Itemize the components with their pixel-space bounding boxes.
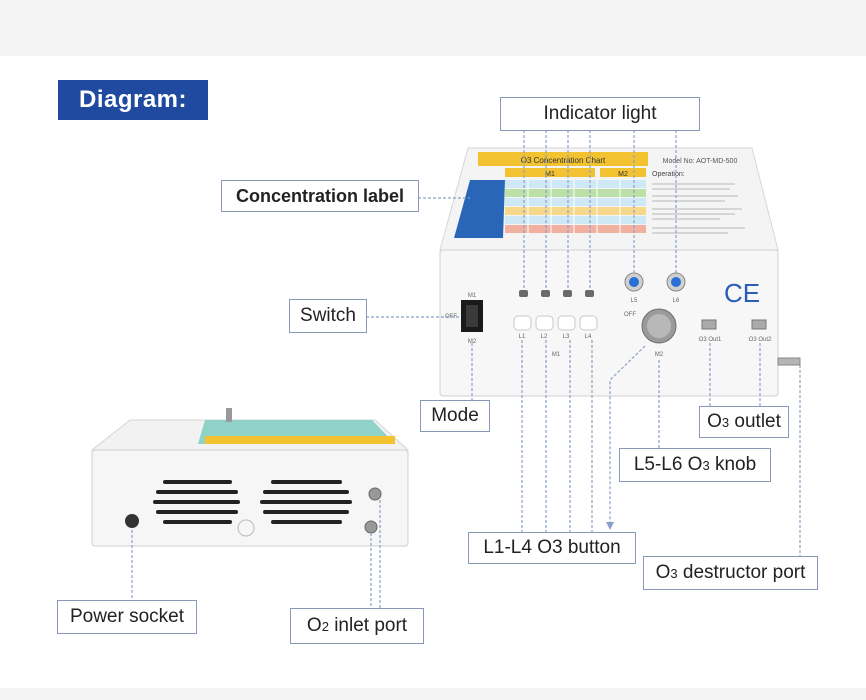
- button-label-3: L3: [563, 334, 570, 340]
- switch-m2-text: M2: [468, 339, 477, 345]
- knob-arrow-head: [606, 522, 614, 530]
- m1-header: [505, 168, 595, 177]
- callout-buttons: L1-L4 O3 button: [468, 532, 636, 564]
- operation-text: Operation:: [652, 171, 685, 178]
- inlet-port-1: [368, 487, 382, 501]
- indicator-label-l5: L5: [631, 298, 638, 304]
- button-label-1: L1: [519, 334, 526, 340]
- vent-right: [260, 480, 352, 524]
- operation-text-lines: [652, 183, 745, 234]
- indicator-lights: [624, 272, 686, 292]
- indicator-label-l6: L6: [673, 298, 680, 304]
- chart-header-bar: [478, 152, 648, 166]
- ozone-outlets: [701, 319, 767, 330]
- callout-mode: Mode: [420, 400, 490, 432]
- top-gray-band: [0, 0, 866, 56]
- m1-header-text: M1: [545, 171, 555, 178]
- callout-power-socket: Power socket: [57, 600, 197, 634]
- leader-lines: [131, 130, 801, 608]
- o3-buttons: [513, 315, 598, 331]
- outlet2-text: O3 Out2: [749, 337, 772, 343]
- vent-left: [153, 480, 240, 524]
- switch-m1-text: M1: [468, 293, 477, 299]
- inlet-port-2: [364, 520, 378, 534]
- button-label-4: L4: [585, 334, 592, 340]
- button-label-2: L2: [541, 334, 548, 340]
- bottom-gray-band: [0, 688, 866, 700]
- m2-header-text: M2: [618, 171, 628, 178]
- small-leds: [519, 290, 594, 297]
- callout-concentration-label: Concentration label: [221, 180, 419, 212]
- chart-rows: [454, 180, 646, 238]
- mode-m2-text: M2: [655, 352, 664, 358]
- diagram-title: Diagram:: [58, 80, 208, 120]
- back-device-face: [91, 449, 409, 547]
- destructor-pipe: [777, 357, 801, 366]
- device-front-face: [439, 249, 779, 397]
- knob-off-text: OFF: [624, 312, 636, 318]
- callout-switch: Switch: [289, 299, 367, 333]
- outlet1-text: O3 Out1: [699, 337, 722, 343]
- callout-indicator-light: Indicator light: [500, 97, 700, 131]
- power-socket-hole: [125, 514, 139, 528]
- mode-m1-text: M1: [552, 352, 561, 358]
- m2-header: [600, 168, 646, 177]
- chart-title-text: O3 Concentration Chart: [521, 156, 606, 165]
- ce-mark: CE: [724, 278, 760, 308]
- model-text: Model No: AOT-MD-500: [663, 158, 738, 165]
